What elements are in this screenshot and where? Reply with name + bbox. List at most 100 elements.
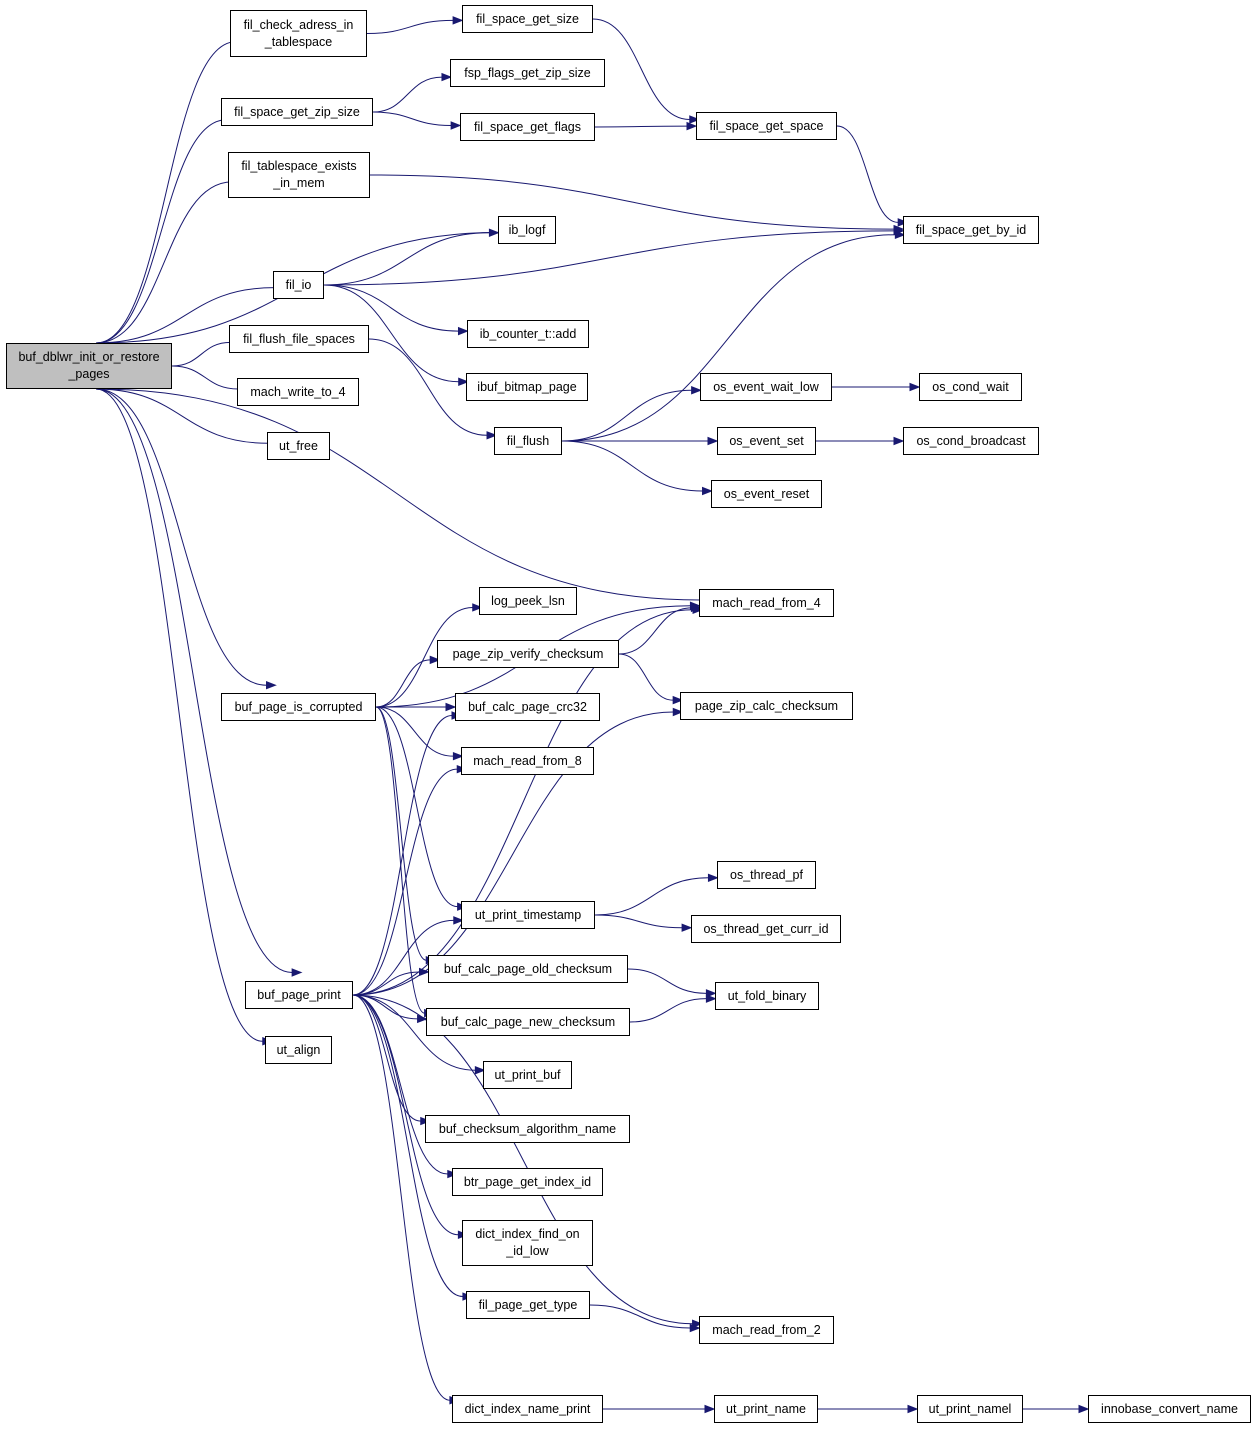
edge-upt-to-otgci [594, 914, 683, 929]
node-innobase-convert-name[interactable]: innobase_convert_name [1088, 1395, 1251, 1423]
edge-filflush-to-oewl [561, 389, 692, 442]
edge-bpp-to-bcan [352, 994, 421, 1122]
edge-filflush-to-fsgbi [561, 234, 896, 442]
node-fil-space-get-by-id[interactable]: fil_space_get_by_id [903, 216, 1039, 244]
edge-bcpoc-to-ufb [627, 968, 707, 994]
node-os-thread-pf[interactable]: os_thread_pf [717, 861, 816, 889]
node-fsp-flags-get-zip-size[interactable]: fsp_flags_get_zip_size [450, 59, 605, 87]
arrowhead-fpgt-to-mrf2 [689, 1323, 701, 1333]
arrowhead-pzvc-to-pzcc [672, 695, 684, 705]
node-ut-print-buf[interactable]: ut_print_buf [483, 1061, 572, 1089]
node-buf-calc-page-crc32[interactable]: buf_calc_page_crc32 [455, 693, 600, 721]
arrowhead-upn-to-upnl [907, 1404, 919, 1414]
edge-filio-to-iblogf [323, 232, 490, 286]
arrowhead-filio-to-ibufbp [458, 377, 470, 386]
arrowhead-fsgzs-to-ffgzs [441, 72, 453, 82]
node-dict-index-name-print[interactable]: dict_index_name_print [452, 1395, 603, 1423]
node-ib-counter-t-add[interactable]: ib_counter_t::add [467, 320, 589, 348]
node-os-event-set[interactable]: os_event_set [717, 427, 816, 455]
node-fil-space-get-flags[interactable]: fil_space_get_flags [460, 113, 595, 141]
node-buf-checksum-algorithm-name[interactable]: buf_checksum_algorithm_name [425, 1115, 630, 1143]
edge-root-to-fcait [95, 41, 237, 344]
node-log-peek-lsn[interactable]: log_peek_lsn [479, 587, 577, 615]
node-mach-read-from-4[interactable]: mach_read_from_4 [699, 589, 834, 617]
node-ib-logf[interactable]: ib_logf [498, 216, 556, 244]
node-dict-index-find-on-id-low[interactable]: dict_index_find_on _id_low [462, 1220, 593, 1266]
edge-root-to-bpp [95, 388, 293, 973]
edge-bcpnc-to-ufb [629, 998, 707, 1023]
node-fil-flush[interactable]: fil_flush [494, 427, 562, 455]
node-ut-print-timestamp[interactable]: ut_print_timestamp [461, 901, 595, 929]
arrowhead-bpp-to-mrf4 [692, 605, 704, 614]
node-fil-io[interactable]: fil_io [273, 271, 324, 299]
node-ut-free[interactable]: ut_free [267, 432, 330, 460]
node-os-cond-wait[interactable]: os_cond_wait [919, 373, 1022, 401]
node-page-zip-verify-checksum[interactable]: page_zip_verify_checksum [437, 640, 619, 668]
node-buf-calc-page-old-checksum[interactable]: buf_calc_page_old_checksum [428, 955, 628, 983]
node-fil-flush-file-spaces[interactable]: fil_flush_file_spaces [229, 325, 369, 353]
edge-bpp-to-bcpc32 [352, 714, 452, 996]
node-ut-fold-binary[interactable]: ut_fold_binary [715, 982, 819, 1010]
edge-bpic-to-bcpoc [375, 706, 427, 961]
arrowhead-filflush-to-oewl [691, 386, 702, 395]
node-os-cond-broadcast[interactable]: os_cond_broadcast [903, 427, 1039, 455]
edge-fsgs-to-fsgsp [592, 18, 690, 121]
node-fil-space-get-size[interactable]: fil_space_get_size [462, 5, 593, 33]
node-page-zip-calc-checksum[interactable]: page_zip_calc_checksum [680, 692, 853, 720]
arrowhead-filio-to-iblogf [488, 228, 500, 237]
node-buf-dblwr-init-or-restore-pages[interactable]: buf_dblwr_init_or_restore _pages [6, 343, 172, 389]
edge-bpp-to-fpgt [352, 994, 463, 1298]
arrowhead-root-to-bpic [266, 680, 277, 690]
node-buf-page-is-corrupted[interactable]: buf_page_is_corrupted [221, 693, 376, 721]
edge-filio-to-ibcadd [323, 284, 459, 332]
edge-bpp-to-mrf2 [352, 994, 693, 1325]
arrowhead-fsgzs-to-fsgf [450, 121, 462, 130]
node-buf-calc-page-new-checksum[interactable]: buf_calc_page_new_checksum [426, 1008, 630, 1036]
node-mach-write-to-4[interactable]: mach_write_to_4 [237, 378, 359, 406]
edge-root-to-mwt4 [171, 365, 239, 390]
node-fil-tablespace-exists-in-mem[interactable]: fil_tablespace_exists _in_mem [228, 152, 370, 198]
edge-bpic-to-mrf8 [375, 706, 454, 757]
node-buf-page-print[interactable]: buf_page_print [245, 981, 353, 1009]
arrowhead-dinp-to-upn [704, 1404, 716, 1414]
node-fil-check-adress-in-tablespace[interactable]: fil_check_adress_in _tablespace [230, 10, 367, 57]
edge-root-to-fffs [171, 341, 231, 367]
edge-bpp-to-dinp [352, 994, 450, 1401]
edge-bpp-to-upb [352, 994, 476, 1071]
edge-ftem-to-fsgbi [369, 174, 895, 230]
node-os-thread-get-curr-id[interactable]: os_thread_get_curr_id [691, 915, 841, 943]
node-ut-print-name[interactable]: ut_print_name [714, 1395, 818, 1423]
arrowhead-root-to-bpp [291, 968, 303, 977]
arrowhead-filflush-to-oer [702, 486, 713, 496]
node-ibuf-bitmap-page[interactable]: ibuf_bitmap_page [466, 373, 588, 401]
node-fil-space-get-space[interactable]: fil_space_get_space [696, 112, 837, 140]
edge-root-to-filio [95, 287, 275, 344]
edge-fsgf-to-fsgsp [594, 125, 688, 128]
arrowhead-bcpoc-to-ufb [705, 989, 717, 998]
node-ut-print-namel[interactable]: ut_print_namel [917, 1395, 1023, 1423]
node-os-event-reset[interactable]: os_event_reset [711, 480, 822, 508]
node-os-event-wait-low[interactable]: os_event_wait_low [700, 373, 832, 401]
edge-root-to-fsgzs [95, 119, 227, 344]
node-btr-page-get-index-id[interactable]: btr_page_get_index_id [452, 1168, 603, 1196]
edge-filflush-to-oer [561, 440, 703, 492]
node-mach-read-from-8[interactable]: mach_read_from_8 [461, 747, 594, 775]
arrowhead-bpp-to-pzcc [672, 707, 684, 717]
node-fil-space-get-zip-size[interactable]: fil_space_get_zip_size [221, 98, 373, 126]
edge-root-to-mrf4 [95, 388, 701, 601]
node-ut-align[interactable]: ut_align [265, 1036, 332, 1064]
edge-bpic-to-upt [375, 706, 458, 908]
arrowhead-bpp-to-upb [474, 1066, 486, 1075]
edge-filio-to-fsgbi [323, 230, 895, 286]
node-mach-read-from-2[interactable]: mach_read_from_2 [699, 1316, 834, 1344]
arrowhead-filflush-to-oes [707, 436, 719, 446]
edge-fcait-to-fsgs [366, 19, 454, 34]
arrowhead-bcpnc-to-ufb [705, 994, 717, 1003]
edge-root-to-utfree [95, 388, 269, 444]
edge-bpp-to-upt [352, 919, 454, 996]
node-fil-page-get-type[interactable]: fil_page_get_type [466, 1291, 590, 1319]
arrowhead-upt-to-otpf [707, 873, 719, 883]
edge-root-to-bpic [95, 388, 267, 686]
arrowhead-oes-to-ocb [893, 436, 905, 446]
